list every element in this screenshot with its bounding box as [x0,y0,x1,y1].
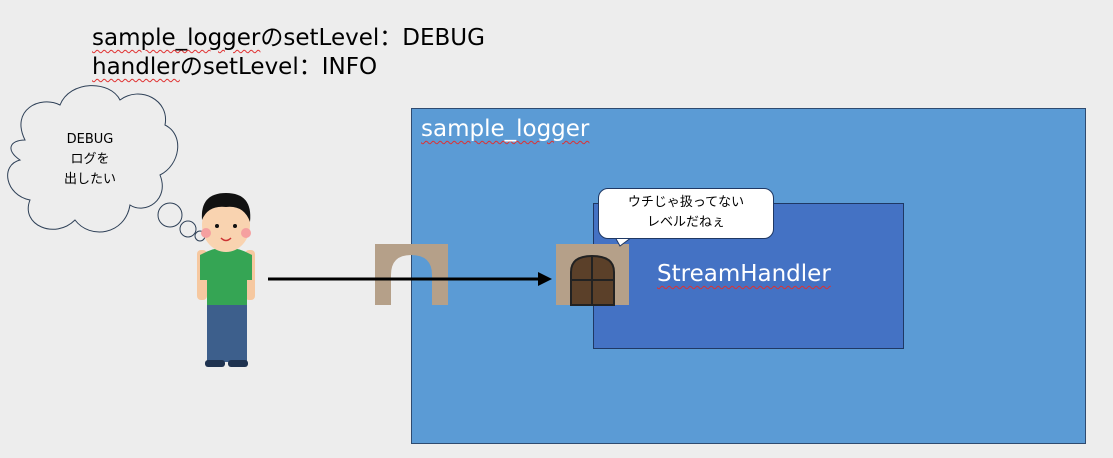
sample-logger-label: sample_logger [421,116,590,142]
speech-bubble: ウチじゃ扱ってない レベルだねぇ [598,188,774,239]
handler-level-text: handlerのsetLevel：INFO [92,47,377,81]
closed-gate-icon [556,244,629,306]
cloud-line: 出したい [63,172,116,187]
logger-level: のsetLevel：DEBUG [260,25,485,51]
bubble-line: ウチじゃ扱ってない [627,195,745,210]
logger-level-text: sample_loggerのsetLevel：DEBUG [92,18,485,52]
request-arrow [268,272,552,286]
stone-arch-icon [375,244,448,305]
cloud-line: ログを [70,152,110,167]
person-icon [197,193,255,367]
handler-level: のsetLevel：INFO [179,54,378,80]
thought-cloud-text: DEBUG ログを 出したい [30,130,150,190]
bubble-line: レベルだねぇ [646,215,725,230]
logger-name: sample_logger [92,25,261,51]
stream-handler-label: StreamHandler [657,261,831,287]
thought-cloud-icon [7,85,206,242]
cloud-line: DEBUG [66,132,114,147]
handler-name: handler [92,54,180,80]
